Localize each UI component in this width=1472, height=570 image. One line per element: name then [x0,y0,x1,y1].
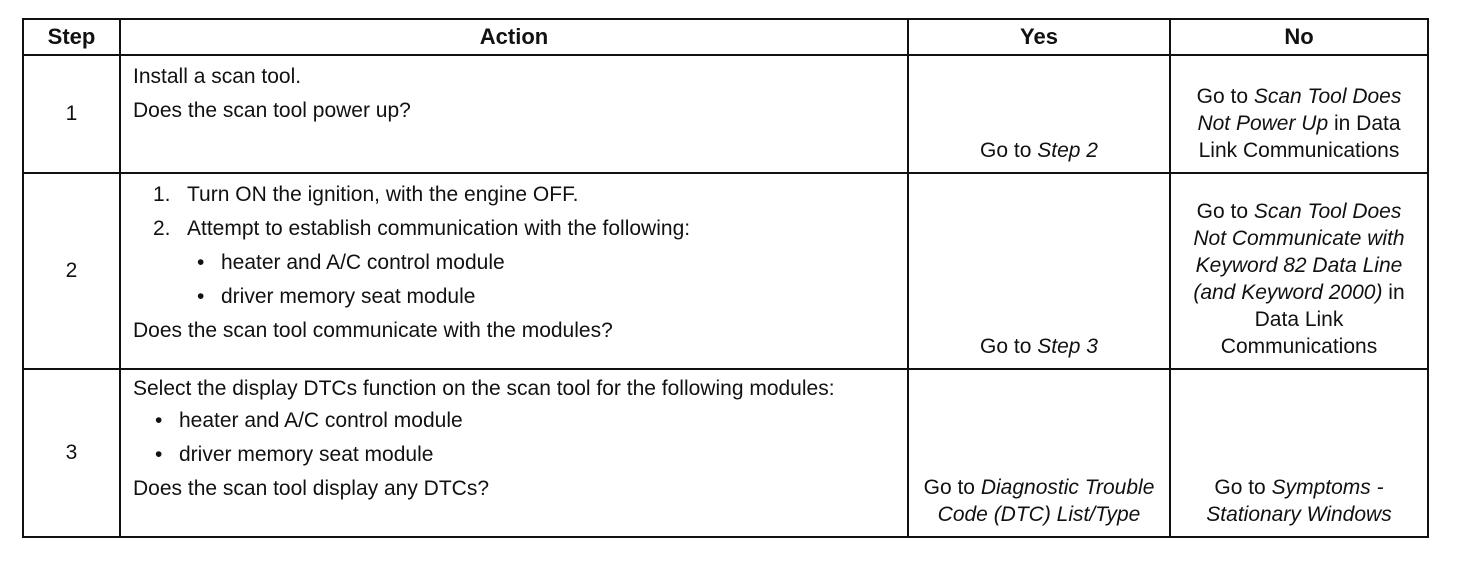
yes-cell: Go to Diagnostic Trouble Code (DTC) List… [907,368,1171,538]
no-link[interactable]: Scan Tool Does Not Power Up [1197,85,1402,135]
no-suffix: in Data Link Communications [1198,112,1401,162]
action-text: Select the display DTCs function on the … [133,377,835,400]
no-prefix: Go to [1196,200,1249,223]
action-question: Does the scan tool communicate with the … [133,319,613,342]
yes-link[interactable]: Diagnostic Trouble Code (DTC) List/Type [937,476,1155,526]
bullet-icon: • [155,409,163,432]
yes-cell: Go to Step 2 [907,54,1171,174]
bullet-icon: • [155,443,163,466]
bullet-item: • heater and A/C control module [133,406,895,436]
header-row: Step Action Yes No [22,18,1429,56]
header-action: Action [119,18,909,56]
yes-prefix: Go to [923,476,975,499]
no-cell: Go to Scan Tool Does Not Power Up in Dat… [1169,54,1429,174]
numbered-item: 1. Turn ON the ignition, with the engine … [133,180,895,210]
item-number: 2. [153,217,171,240]
header-no: No [1169,18,1429,56]
diagnostic-table: Step Action Yes No 1 Install a scan tool… [22,18,1429,538]
bullet-text: driver memory seat module [221,285,476,308]
item-text: Turn ON the ignition, with the engine OF… [187,183,579,206]
numbered-item: 2. Attempt to establish communication wit… [133,214,895,244]
header-yes: Yes [907,18,1171,56]
no-link[interactable]: Symptoms - Stationary Windows [1206,476,1392,526]
bullet-item: • heater and A/C control module [133,248,895,278]
action-cell: 1. Turn ON the ignition, with the engine … [119,172,909,370]
bullet-item: • driver memory seat module [133,282,895,312]
yes-prefix: Go to [980,335,1032,358]
yes-link[interactable]: Step 2 [1037,139,1098,162]
no-prefix: Go to [1214,476,1266,499]
yes-link[interactable]: Step 3 [1037,335,1098,358]
bullet-text: heater and A/C control module [221,251,505,274]
table-row: 3 Select the display DTCs function on th… [22,368,1429,538]
item-number: 1. [153,183,171,206]
item-text: Attempt to establish communication with … [187,217,691,240]
no-link[interactable]: Scan Tool Does Not Communicate with Keyw… [1193,200,1405,304]
action-cell: Select the display DTCs function on the … [119,368,909,538]
step-number: 3 [22,368,121,538]
yes-prefix: Go to [980,139,1032,162]
no-prefix: Go to [1196,85,1249,108]
step-number: 2 [22,172,121,370]
action-text: Install a scan tool. [133,65,302,88]
table-row: 1 Install a scan tool. Does the scan too… [22,54,1429,174]
action-question: Does the scan tool power up? [133,99,411,122]
no-cell: Go to Scan Tool Does Not Communicate wit… [1169,172,1429,370]
bullet-item: • driver memory seat module [133,440,895,470]
bullet-text: heater and A/C control module [179,409,463,432]
table-row: 2 1. Turn ON the ignition, with the engin… [22,172,1429,370]
bullet-text: driver memory seat module [179,443,434,466]
step-number: 1 [22,54,121,174]
action-question: Does the scan tool display any DTCs? [133,477,490,500]
bullet-icon: • [197,251,205,274]
action-cell: Install a scan tool. Does the scan tool … [119,54,909,174]
yes-cell: Go to Step 3 [907,172,1171,370]
no-cell: Go to Symptoms - Stationary Windows [1169,368,1429,538]
no-suffix: in Data Link Communications [1220,281,1405,358]
header-step: Step [22,18,121,56]
bullet-icon: • [197,285,205,308]
